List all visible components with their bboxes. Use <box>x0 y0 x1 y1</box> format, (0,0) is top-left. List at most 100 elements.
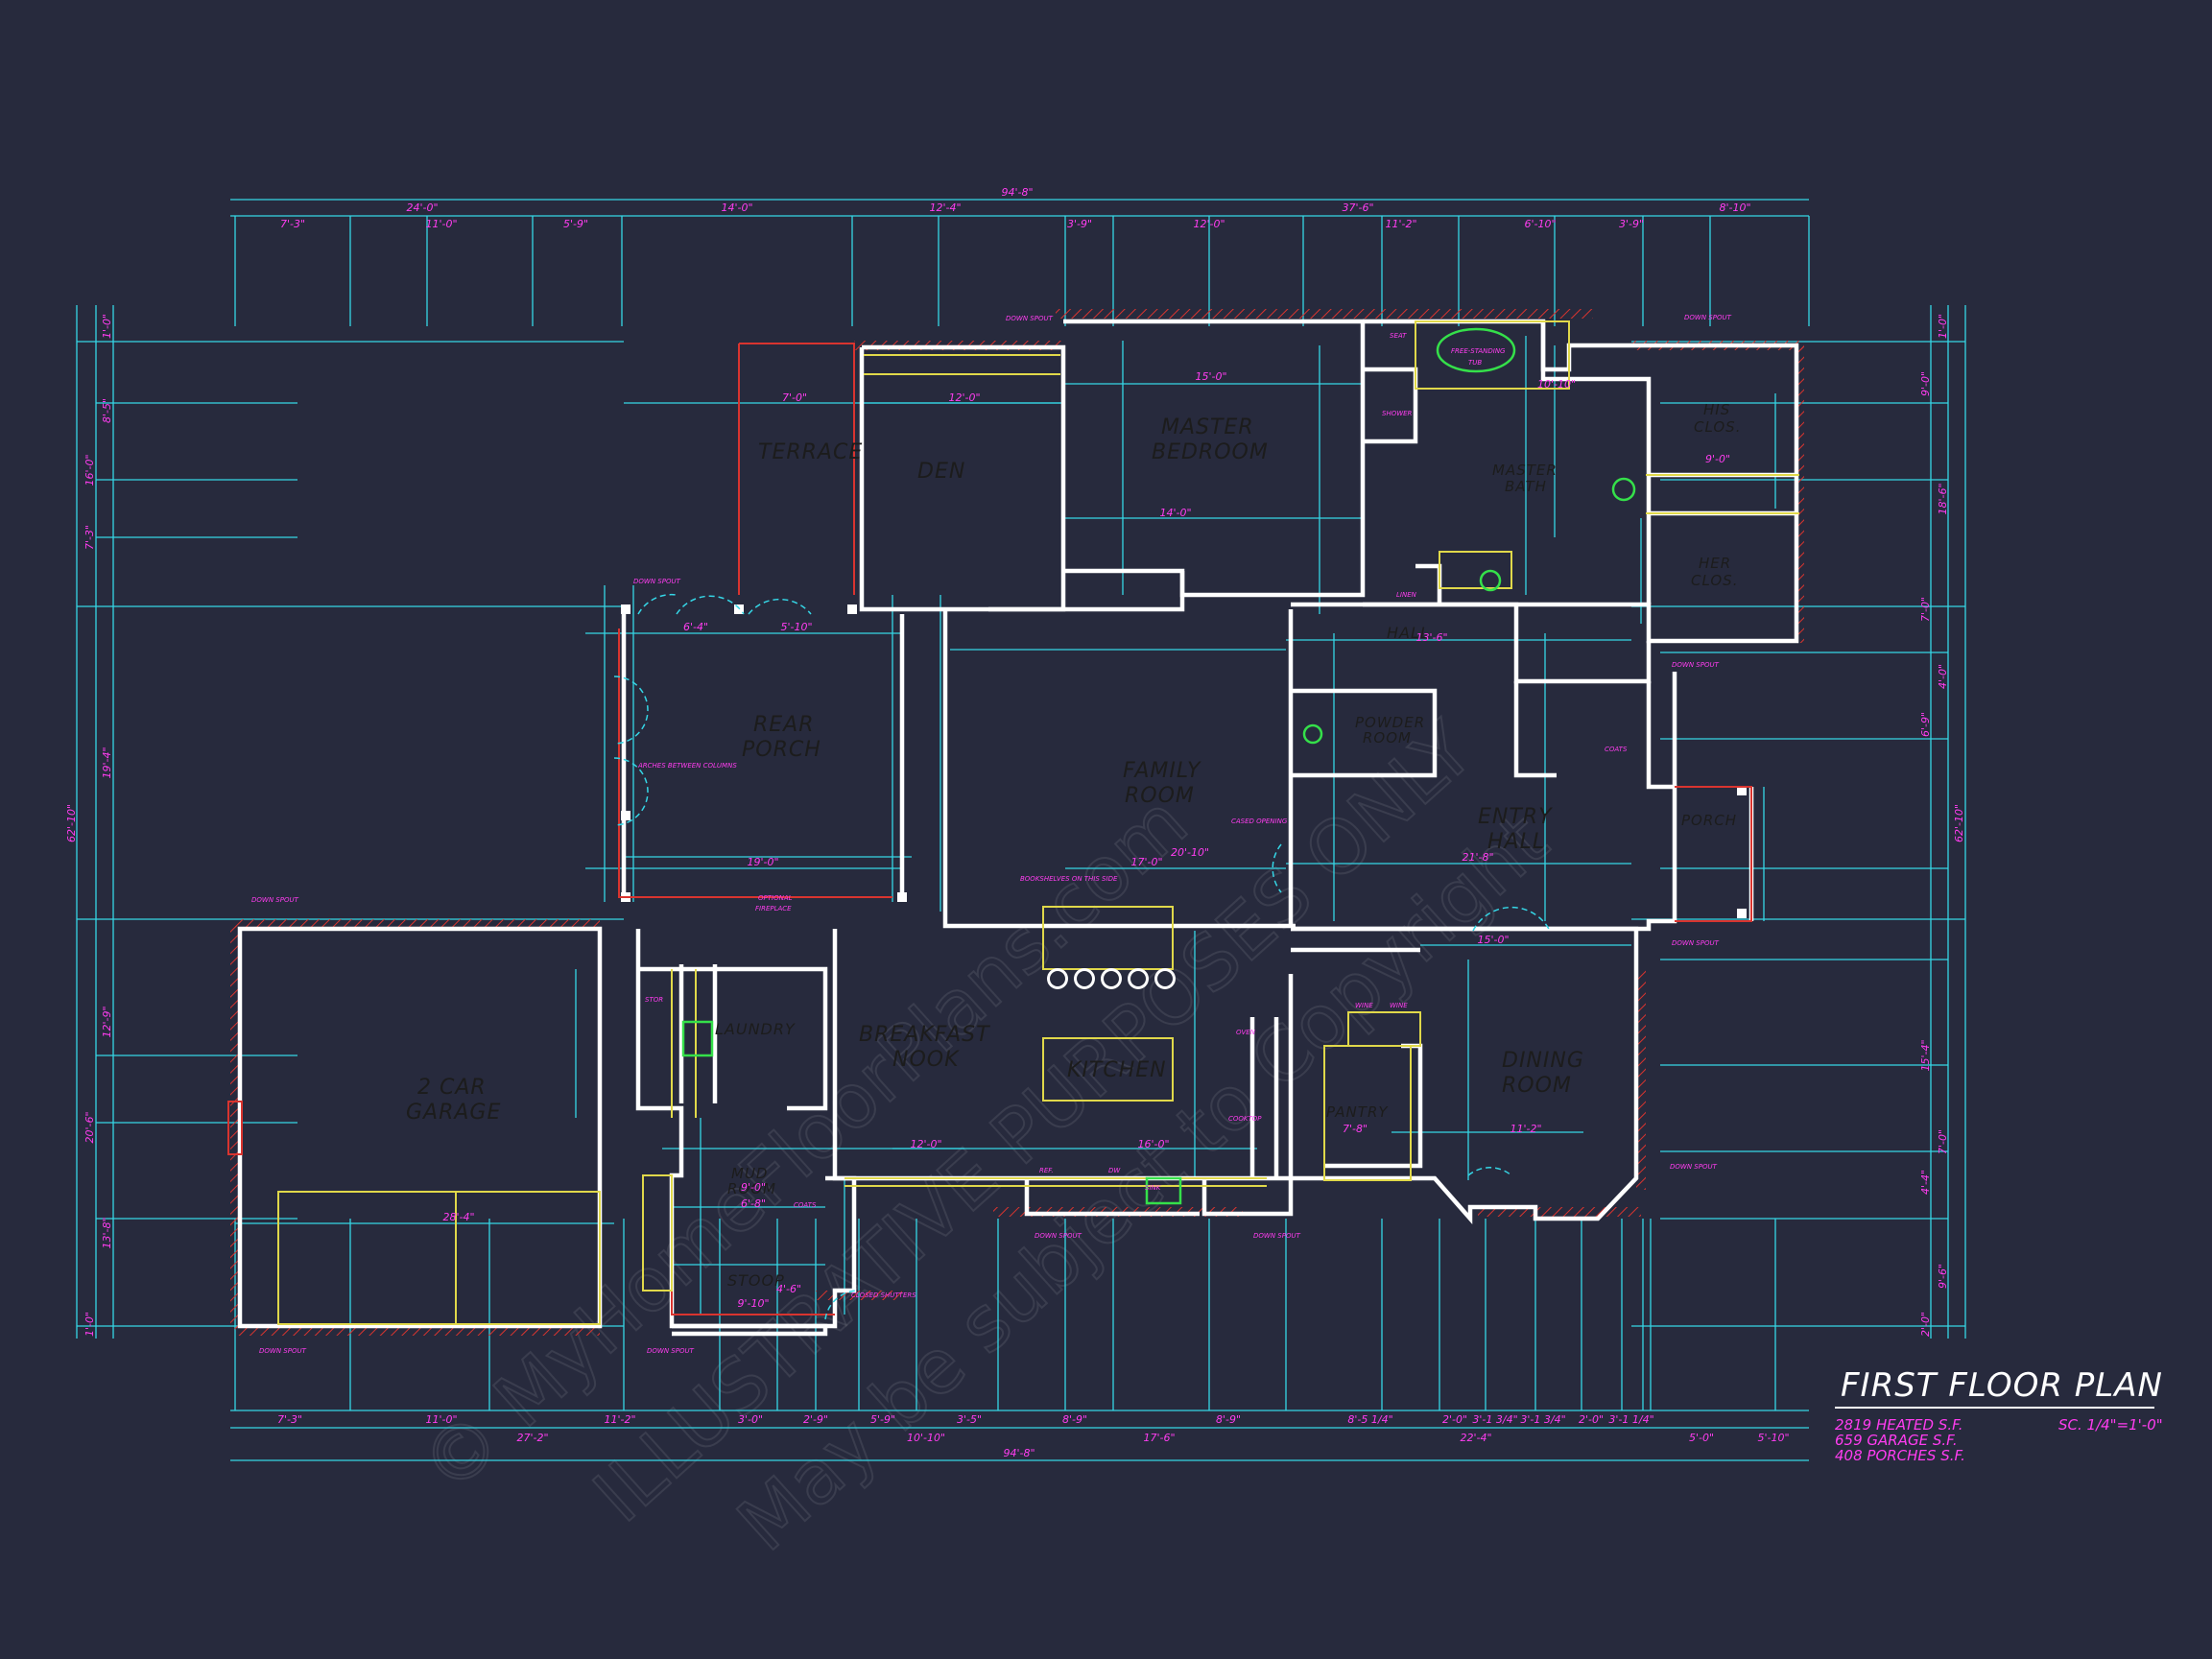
dimension-label: 7'-0" <box>782 391 807 404</box>
note-down-spout-8: DOWN SPOUT <box>1253 1232 1301 1240</box>
sink-icon <box>1145 1176 1182 1205</box>
wall-segment <box>1291 926 1639 1224</box>
dimension-label: 21'-8" <box>1462 851 1493 864</box>
room-label-hall: HALL <box>1387 624 1430 642</box>
note-coats-mud: COATS <box>794 1201 817 1209</box>
note-cased-opening: CASED OPENING <box>1231 818 1288 825</box>
red-outlines <box>227 343 1752 1315</box>
dimension-label: 94'-8" <box>1001 186 1033 199</box>
room-label-mud-room-2: ROOM <box>727 1180 776 1197</box>
room-label-garage-2: GARAGE <box>406 1101 501 1125</box>
dimension-label: 3'-1 1/4" <box>1608 1413 1653 1426</box>
dimension-label: 11'-0" <box>425 218 457 230</box>
note-wine-2: WINE <box>1390 1002 1408 1009</box>
dimension-label: 12'-9" <box>101 1006 113 1037</box>
note-down-spout-2: DOWN SPOUT <box>633 578 681 585</box>
dimension-label: 5'-10" <box>1757 1432 1789 1444</box>
dimension-label: 7'-3" <box>277 1413 302 1426</box>
wall-segment <box>678 964 718 1103</box>
room-label-stoop: STOOP <box>727 1271 785 1290</box>
wall-segment <box>621 614 905 897</box>
dimension-label: 1'-0" <box>1937 314 1949 339</box>
dimension-label: 8'-5" <box>101 398 113 423</box>
dimension-label: 13'-8" <box>101 1217 113 1248</box>
note-down-spout-3: DOWN SPOUT <box>1006 315 1054 322</box>
plan-scale: SC. 1/4"=1'-0" <box>2058 1416 2163 1434</box>
dimension-label: 7'-0" <box>1919 597 1932 622</box>
room-label-entry-hall-2: HALL <box>1487 830 1545 854</box>
dimension-label: 9'-0" <box>1919 371 1932 396</box>
column-post <box>897 892 907 902</box>
dimension-label: 14'-0" <box>1159 507 1191 519</box>
column-post <box>1737 909 1747 918</box>
dimension-label: 62'-10" <box>65 804 78 842</box>
dimension-label: 28'-4" <box>442 1211 474 1223</box>
dimension-label: 3'-5" <box>957 1413 982 1426</box>
note-stor: STOR <box>645 996 663 1004</box>
column-post <box>621 811 630 820</box>
dimension-label: 7'-0" <box>1937 1129 1949 1154</box>
wall-segment <box>1513 681 1557 778</box>
sink-icon <box>1479 569 1502 592</box>
note-down-spout-5: DOWN SPOUT <box>1672 661 1720 669</box>
note-closed-shutters: CLOSED SHUTTERS <box>851 1292 916 1299</box>
note-sink: SINK <box>1145 1184 1162 1192</box>
dimension-label: 20'-10" <box>1171 846 1209 859</box>
dimension-label: 18'-6" <box>1937 483 1949 514</box>
room-label-master-bedroom-2: BEDROOM <box>1152 440 1269 464</box>
note-tub-2: TUB <box>1468 359 1482 367</box>
dimension-label: 12'-4" <box>929 201 961 214</box>
dimension-label: 12'-0" <box>910 1138 941 1150</box>
wall-segment <box>988 571 1185 612</box>
room-label-breakfast-nook-1: BREAKFAST <box>859 1023 990 1047</box>
dimension-label: 7'-8" <box>1343 1123 1368 1135</box>
dimension-label: 4'-0" <box>1937 664 1949 689</box>
room-label-powder-room-2: ROOM <box>1363 729 1412 747</box>
dimension-label: 7'-3" <box>280 218 305 230</box>
room-label-powder-room-1: POWDER <box>1355 714 1425 731</box>
room-label-laundry: LAUNDRY <box>715 1020 796 1038</box>
dimension-grid <box>76 199 1966 1461</box>
dimension-label: 10'-10" <box>1537 378 1576 391</box>
column-post <box>734 604 744 614</box>
dimension-label: 4'-6" <box>776 1283 801 1295</box>
dimension-label: 1'-0" <box>101 314 113 339</box>
note-down-spout-7: DOWN SPOUT <box>1670 1163 1718 1171</box>
note-down-spout-6: DOWN SPOUT <box>1672 939 1720 947</box>
wall-segment <box>942 609 1296 929</box>
dimension-label: 11'-0" <box>425 1413 457 1426</box>
wall-segment <box>237 926 603 1329</box>
wall-segment <box>1540 321 1612 382</box>
wall-segment <box>672 1323 828 1337</box>
note-cooktop: COOKTOP <box>1228 1115 1262 1123</box>
dimension-label: 37'-6" <box>1342 201 1373 214</box>
room-label-family-room-2: ROOM <box>1125 784 1195 808</box>
dimension-label: 2'-0" <box>1442 1413 1467 1426</box>
stool-fill <box>1050 971 1173 986</box>
dimension-label: 6'-8" <box>741 1197 766 1210</box>
room-label-master-bath-2: BATH <box>1505 478 1547 495</box>
tub-icon <box>1436 327 1516 373</box>
dimension-label: 94'-8" <box>1003 1447 1035 1459</box>
dimension-label: 11'-2" <box>1510 1123 1541 1135</box>
wall-segment <box>1063 319 1366 598</box>
note-optional-fireplace-2: FIREPLACE <box>755 905 792 912</box>
dimension-label: 14'-0" <box>721 201 752 214</box>
fixture-notes: SEAT FREE-STANDING TUB SHOWER LINEN WINE… <box>251 314 1732 1355</box>
dimension-label: 7'-3" <box>83 525 96 550</box>
dimension-label: 3'-1 3/4" <box>1520 1413 1565 1426</box>
dimension-label: 3'-9" <box>1619 218 1644 230</box>
dimension-label: 6'-9" <box>1919 712 1932 737</box>
wall-segment <box>1024 1178 1200 1217</box>
watermark-line-1: © MyHomeFloorPlans.com <box>405 779 1203 1510</box>
dimension-label: 9'-6" <box>1937 1264 1949 1289</box>
note-shower: SHOWER <box>1382 410 1413 417</box>
note-down-spout-4: DOWN SPOUT <box>1684 314 1732 321</box>
dimension-label: 16'-0" <box>1137 1138 1169 1150</box>
washer-icon <box>681 1020 714 1057</box>
note-optional-fireplace-1: OPTIONAL <box>758 894 793 902</box>
area-heated: 2819 HEATED S.F. <box>1835 1416 1963 1434</box>
dimension-label: 4'-4" <box>1919 1170 1932 1195</box>
room-label-family-room-1: FAMILY <box>1123 759 1201 783</box>
note-down-spout-9: DOWN SPOUT <box>1035 1232 1082 1240</box>
